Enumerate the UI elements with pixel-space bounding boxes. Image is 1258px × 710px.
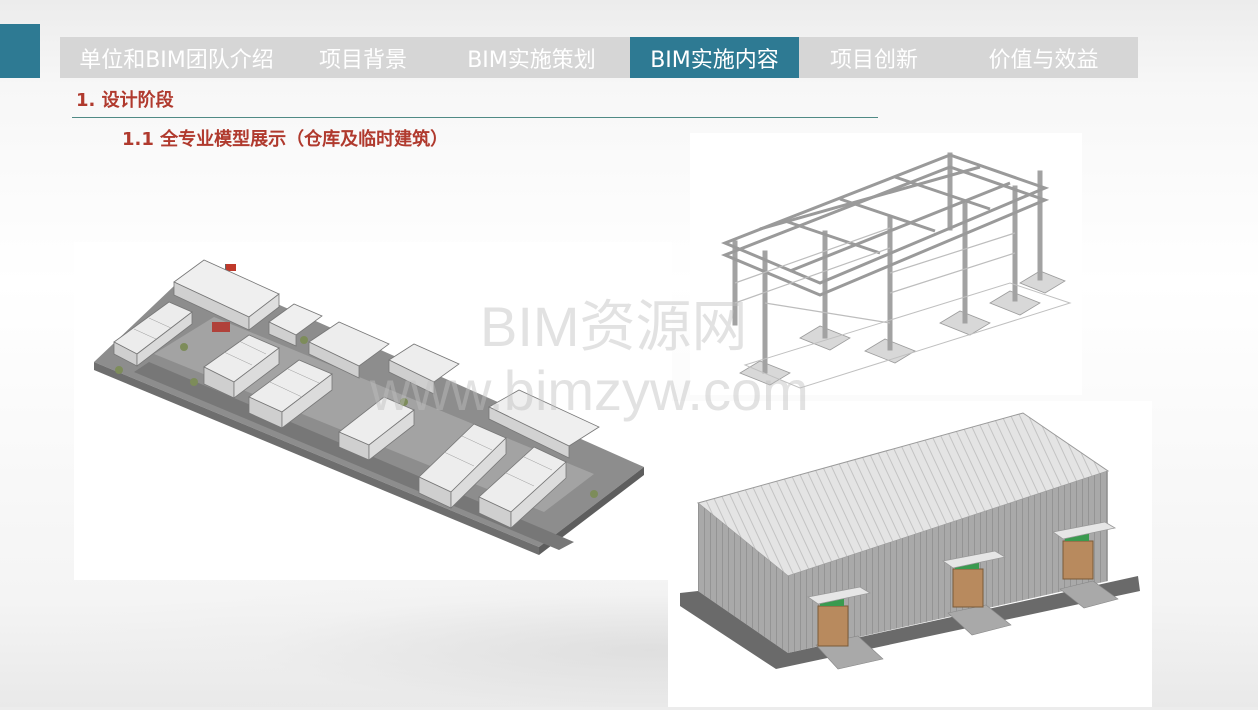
steel-frame-model-image <box>690 133 1082 395</box>
section-divider <box>72 117 878 118</box>
top-navigation: 单位和BIM团队介绍 项目背景 BIM实施策划 BIM实施内容 项目创新 价值与… <box>60 37 1138 78</box>
accent-block <box>0 24 40 78</box>
section-title: 1. 设计阶段 <box>76 90 174 111</box>
watermark-url: www.bimzyw.com <box>370 359 809 422</box>
watermark-text: BIM资源网 <box>480 295 748 358</box>
tab-bim-content[interactable]: BIM实施内容 <box>630 37 799 78</box>
tab-value-benefits[interactable]: 价值与效益 <box>988 47 1099 73</box>
site-layout-model-image <box>74 242 672 580</box>
warehouse-model-image <box>668 401 1152 707</box>
tab-project-background[interactable]: 项目背景 <box>318 47 407 73</box>
tab-bim-planning[interactable]: BIM实施策划 <box>467 47 596 73</box>
subsection-title: 1.1 全专业模型展示（仓库及临时建筑） <box>122 129 449 150</box>
tab-team-intro[interactable]: 单位和BIM团队介绍 <box>79 47 274 73</box>
tab-project-innovation[interactable]: 项目创新 <box>829 47 918 73</box>
